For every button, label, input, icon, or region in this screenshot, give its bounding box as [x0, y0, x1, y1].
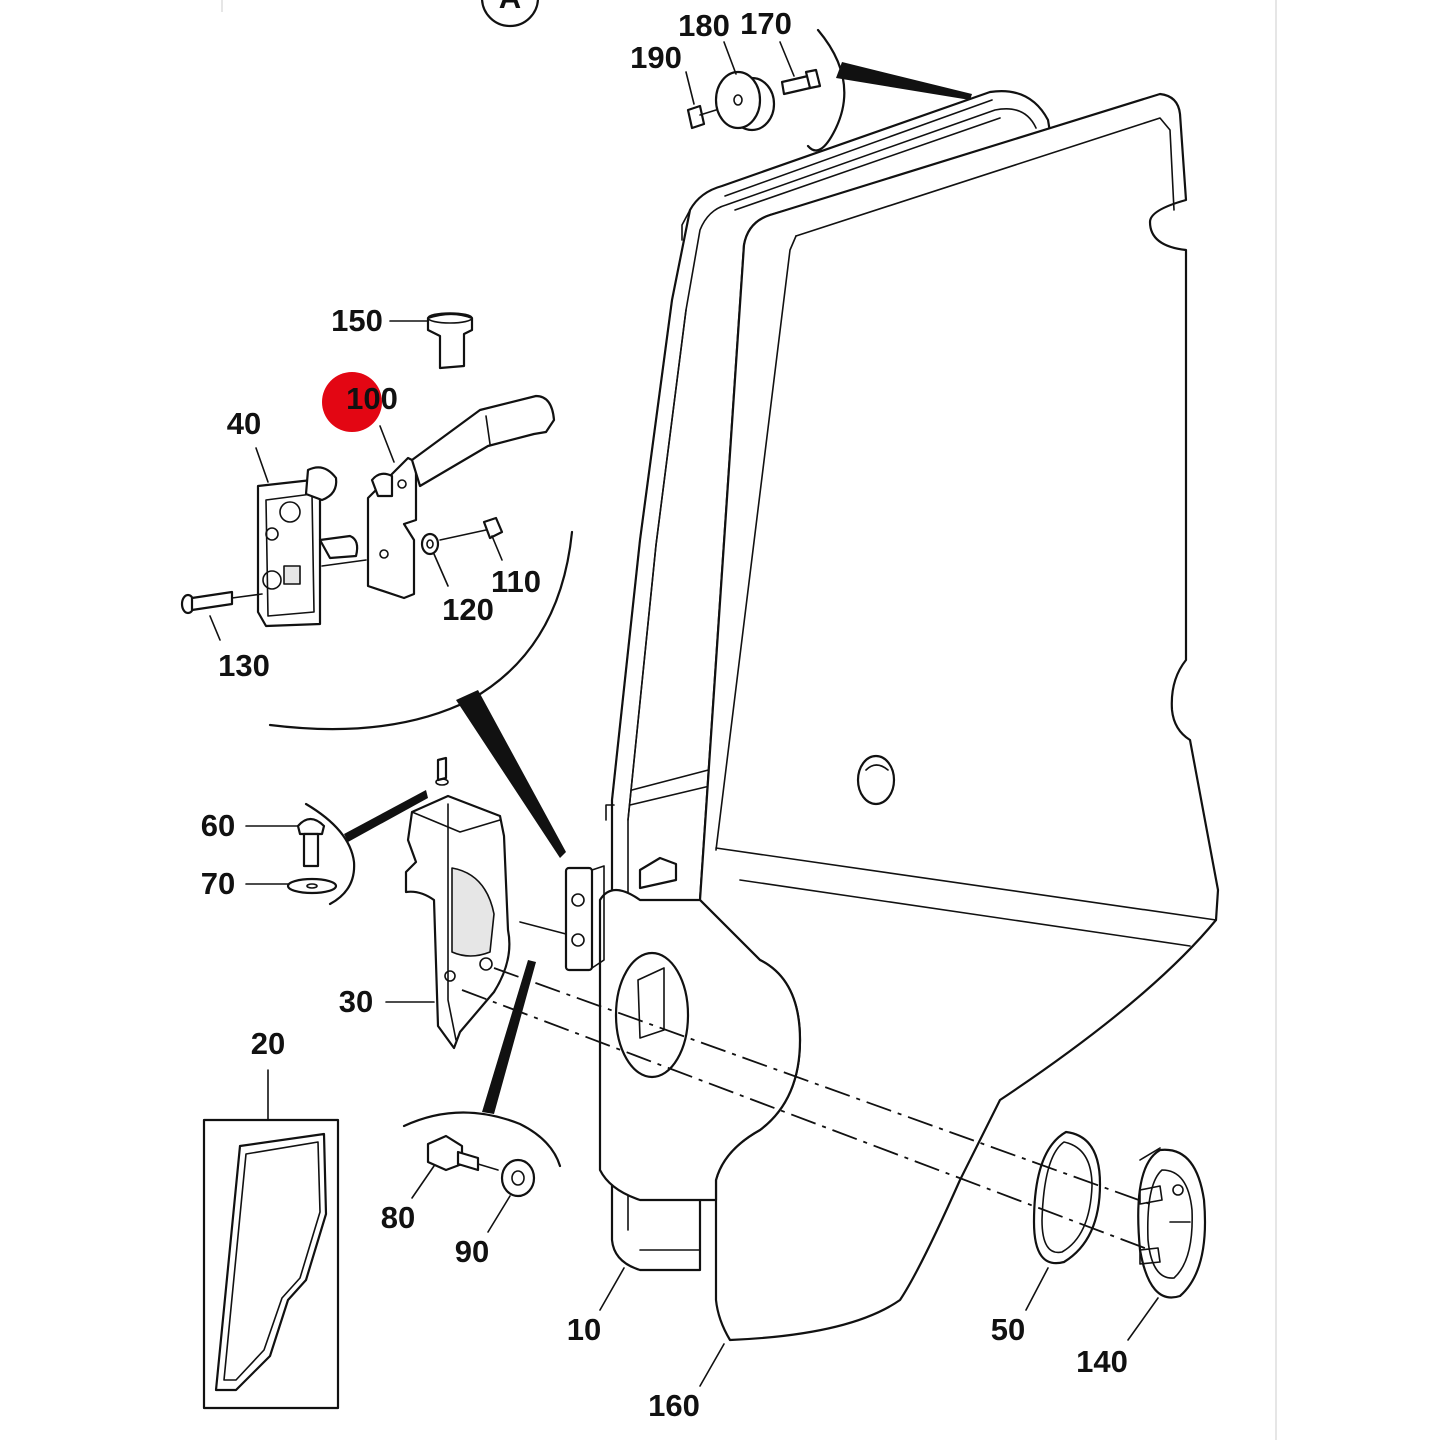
callout-170: 170 — [740, 6, 792, 41]
bracket-top-screw — [435, 756, 449, 786]
callout-140: 140 — [1076, 1344, 1128, 1379]
callout-40: 40 — [227, 406, 261, 441]
leader-lines — [209, 41, 1159, 1387]
callout-70: 70 — [201, 866, 235, 901]
door-frame — [605, 90, 1052, 1272]
callout-190: 190 — [630, 40, 682, 75]
screw-60 — [296, 817, 326, 868]
highlight-marker-100 — [322, 372, 382, 432]
bolt-190 — [686, 104, 717, 130]
cover-140 — [1137, 1147, 1207, 1299]
bolt-130 — [180, 590, 263, 615]
bolt-washer-detail — [402, 960, 562, 1198]
callout-20: 20 — [251, 1026, 285, 1061]
seal-inset — [202, 1118, 340, 1410]
callout-50: 50 — [991, 1312, 1025, 1347]
washer-70 — [286, 877, 338, 895]
callout-10: 10 — [567, 1312, 601, 1347]
latch-detail — [180, 312, 574, 858]
callout-120: 120 — [442, 592, 494, 627]
screw-170 — [780, 68, 822, 96]
door-glass-panel — [698, 92, 1220, 1342]
door-latch-mounted — [519, 865, 605, 972]
bumper-180 — [714, 70, 776, 132]
svg-text:A: A — [499, 0, 521, 15]
washer-90 — [500, 1158, 536, 1198]
callout-60: 60 — [201, 808, 235, 843]
bracket-30 — [404, 794, 511, 1050]
assembly-centerlines — [461, 967, 1151, 1251]
callout-100: 100 — [346, 381, 398, 416]
latch-body-40 — [256, 466, 367, 628]
callout-80: 80 — [381, 1200, 415, 1235]
nut-110 — [482, 516, 504, 540]
callout-labels: 190 180 170 150 100 40 110 120 130 60 70… — [201, 6, 1128, 1423]
bracket-detail — [286, 756, 511, 1050]
callout-180: 180 — [678, 8, 730, 43]
gasket-50 — [1032, 1130, 1102, 1265]
bolt-80 — [426, 1134, 499, 1172]
view-marker: A — [480, 0, 540, 28]
release-handle-100 — [366, 394, 556, 600]
door-lower-panel — [598, 888, 802, 1202]
callout-130: 130 — [218, 648, 270, 683]
callout-90: 90 — [455, 1234, 489, 1269]
callout-110: 110 — [491, 564, 541, 599]
bumper-detail — [686, 28, 972, 152]
callout-30: 30 — [339, 984, 373, 1019]
callout-150: 150 — [331, 303, 383, 338]
sleeve-150 — [426, 312, 474, 370]
washer-120 — [420, 532, 440, 556]
callout-160: 160 — [648, 1388, 700, 1423]
